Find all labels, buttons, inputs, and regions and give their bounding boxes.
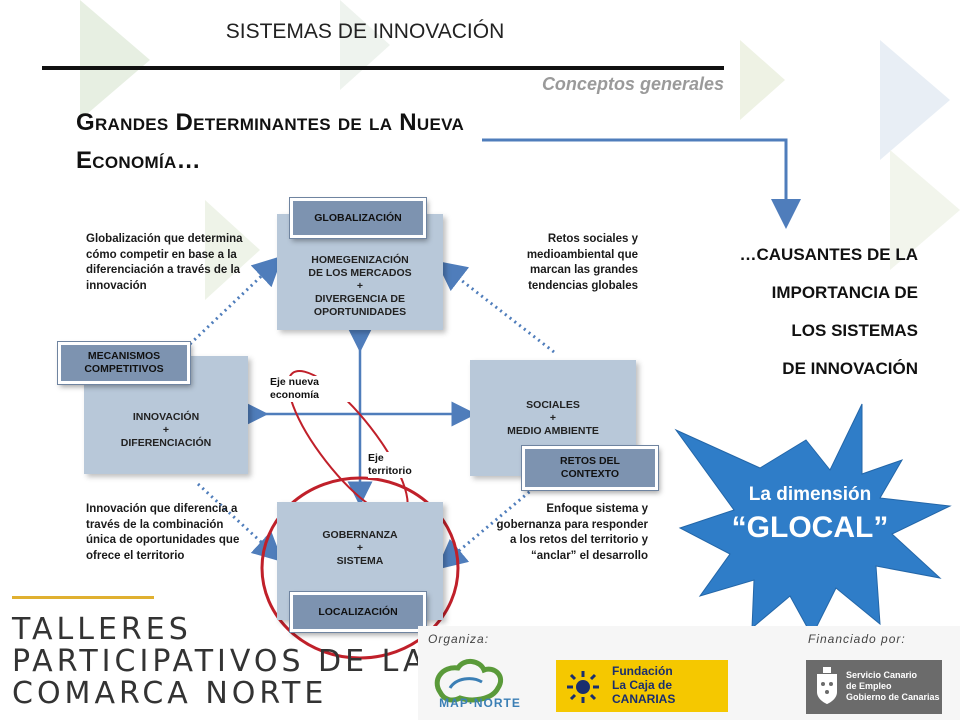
sce-line: Gobierno de Canarias <box>846 692 940 702</box>
background-triangle <box>890 150 960 270</box>
economy-axis-label: Eje nueva economía <box>270 376 350 402</box>
sce-text: Servicio Canario de Empleo Gobierno de C… <box>846 670 940 703</box>
slide-title: SISTEMAS DE INNOVACIÓN <box>225 20 505 43</box>
causes-line: DE INNOVACIÓN <box>782 359 918 378</box>
section-heading: Grandes Determinantes de la Nueva Econom… <box>76 109 465 174</box>
map-norte-text: MAP·NORTE <box>439 696 521 710</box>
box-text: DIVERGENCIA DE <box>314 292 406 305</box>
box-text: HOMEGENIZACIÓN <box>311 253 409 266</box>
mecanismos-tag: MECANISMOS COMPETITIVOS <box>57 341 191 385</box>
box-text: + <box>356 279 364 292</box>
map-norte-logo <box>434 659 504 703</box>
description-bottom-right: Enfoque sistema y gobernanza para respon… <box>496 503 648 562</box>
footer-accent-rule <box>12 596 154 599</box>
caja-canarias-text: Fundación La Caja de CANARIAS <box>612 664 722 706</box>
background-triangle <box>80 0 150 120</box>
sce-line: Servicio Canario <box>846 670 918 680</box>
box-text: + <box>356 541 364 554</box>
footer-title-line: TALLERES <box>12 612 192 647</box>
slide-subtitle: Conceptos generales <box>541 74 724 94</box>
highlight-ellipse-gobernanza <box>260 476 460 660</box>
footer-title-line: PARTICIPATIVOS DE LA <box>12 644 428 679</box>
box-text: SISTEMA <box>336 554 384 567</box>
glocal-line2: “GLOCAL” <box>731 511 889 544</box>
box-text: + <box>162 423 170 436</box>
localizacion-tag: LOCALIZACIÓN <box>289 591 427 633</box>
tag-text: RETOS DEL <box>560 455 620 467</box>
box-text: DE LOS MERCADOS <box>308 266 412 279</box>
box-text: DIFERENCIACIÓN <box>120 436 212 449</box>
background-triangle <box>340 0 390 90</box>
causes-line: …CAUSANTES DE LA <box>739 245 918 264</box>
title-divider <box>42 66 724 70</box>
box-text: MEDIO AMBIENTE <box>507 424 599 437</box>
arrow-soc-to-glob <box>436 260 555 354</box>
caja-sun-icon <box>567 671 599 703</box>
canarias-crest-icon <box>817 667 837 704</box>
box-text: + <box>549 411 557 424</box>
description-top-left: Globalización que determina cómo competi… <box>86 233 243 292</box>
background-triangle <box>740 40 785 120</box>
box-text: OPORTUNIDADES <box>313 305 407 318</box>
heading-connector-arrow <box>482 138 801 229</box>
box-text: INNOVACIÓN <box>132 410 200 423</box>
footer-title-line: COMARCA NORTE <box>12 676 328 711</box>
causes-line: LOS SISTEMAS <box>791 321 918 340</box>
caja-line: La Caja de CANARIAS <box>612 678 676 706</box>
retos-tag: RETOS DEL CONTEXTO <box>521 445 659 491</box>
causes-line: IMPORTANCIA DE <box>771 283 918 302</box>
organiza-label: Organiza: <box>428 632 490 646</box>
sce-line: de Empleo <box>846 681 892 691</box>
description-bottom-left: Innovación que diferencia a través de la… <box>86 503 240 562</box>
tag-text: COMPETITIVOS <box>84 363 164 375</box>
glocal-starburst <box>674 403 952 638</box>
footer-title: TALLERES PARTICIPATIVOS DE LA COMARCA NO… <box>12 614 428 710</box>
background-triangle <box>880 40 950 160</box>
box-text: GOBERNANZA <box>322 528 398 541</box>
arrow-innov-to-glob <box>188 255 283 346</box>
caja-line: Fundación <box>612 664 673 678</box>
tag-text: MECANISMOS <box>87 350 161 362</box>
territory-axis-label: Eje territorio <box>368 452 428 478</box>
arrow-retos-to-gob <box>436 486 535 570</box>
description-top-right: Retos sociales y medioambiental que marc… <box>526 233 638 292</box>
causes-text: …CAUSANTES DE LA IMPORTANCIA DE LOS SIST… <box>660 236 918 388</box>
globalizacion-tag: GLOBALIZACIÓN <box>289 197 427 239</box>
financiado-label: Financiado por: <box>808 632 906 646</box>
glocal-callout: La dimensión “GLOCAL” <box>710 480 910 546</box>
glocal-line1: La dimensión <box>748 484 872 505</box>
tag-text: CONTEXTO <box>560 468 620 480</box>
box-text: SOCIALES <box>526 398 580 411</box>
